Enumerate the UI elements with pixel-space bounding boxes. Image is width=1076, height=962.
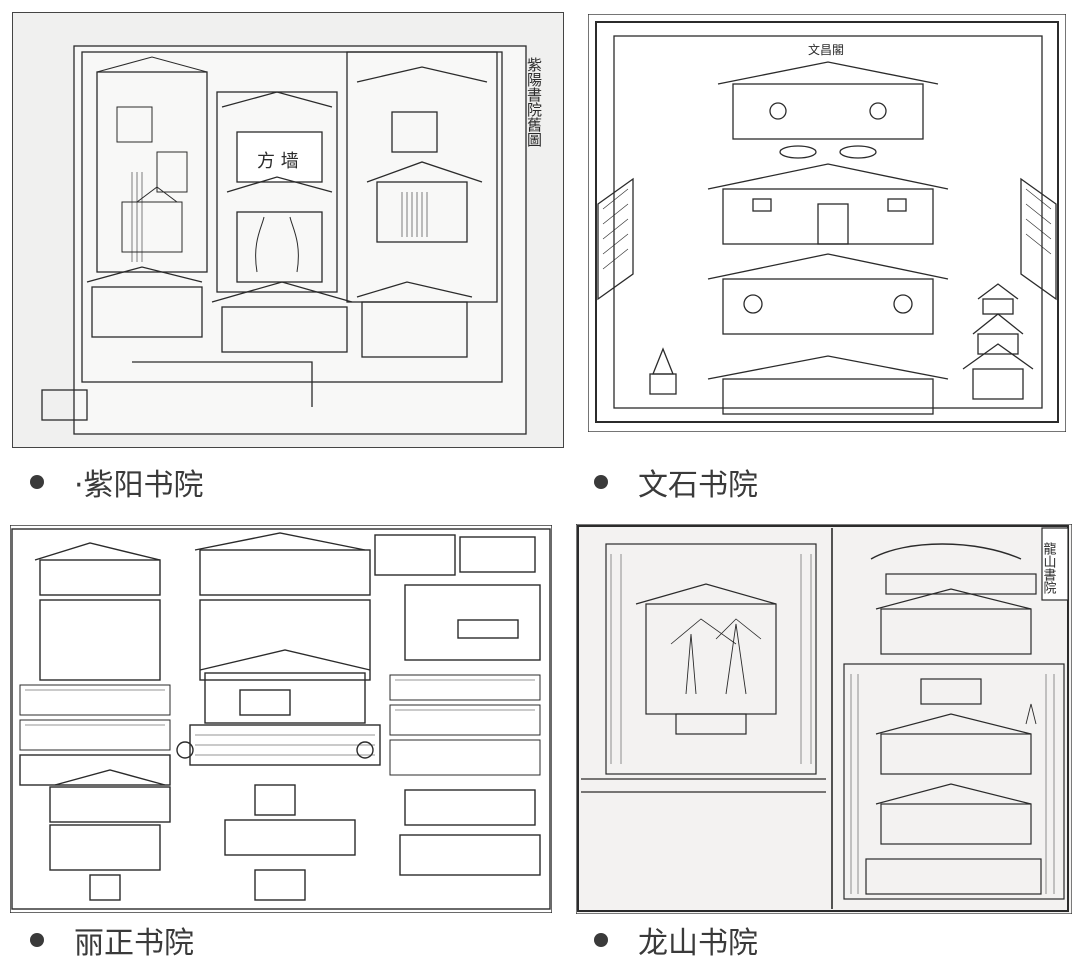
lizheng-academy-plan-image [10,525,552,913]
bullet-dot [594,933,608,947]
caption-longshan-text: 龙山书院 [638,926,758,961]
caption-ziyang-text: ·紫阳书院 [74,468,204,503]
caption-ziyang: ·紫阳书院 [30,460,204,504]
bullet-dot [30,933,44,947]
hall-sign-text: 方 墙 [257,151,299,172]
wenshi-academy-plan-image: 文昌閣 [588,14,1066,432]
caption-wenshi-text: 文石书院 [638,468,758,503]
caption-lizheng: 丽正书院 [30,918,194,962]
caption-lizheng-text: 丽正书院 [74,926,194,961]
bullet-dot [594,475,608,489]
longshan-inscription: 龍山書院 [1041,541,1057,594]
ziyang-inscription: 紫陽書院舊圖 [525,57,543,147]
caption-longshan: 龙山书院 [594,918,758,962]
ziyang-academy-plan-image: 方 墙 紫陽書院舊圖 [12,12,564,448]
caption-wenshi: 文石书院 [594,460,758,504]
bullet-dot [30,475,44,489]
wenchang-pavilion-label: 文昌閣 [808,42,844,57]
longshan-academy-plan-image: 龍山書院 [576,524,1072,914]
